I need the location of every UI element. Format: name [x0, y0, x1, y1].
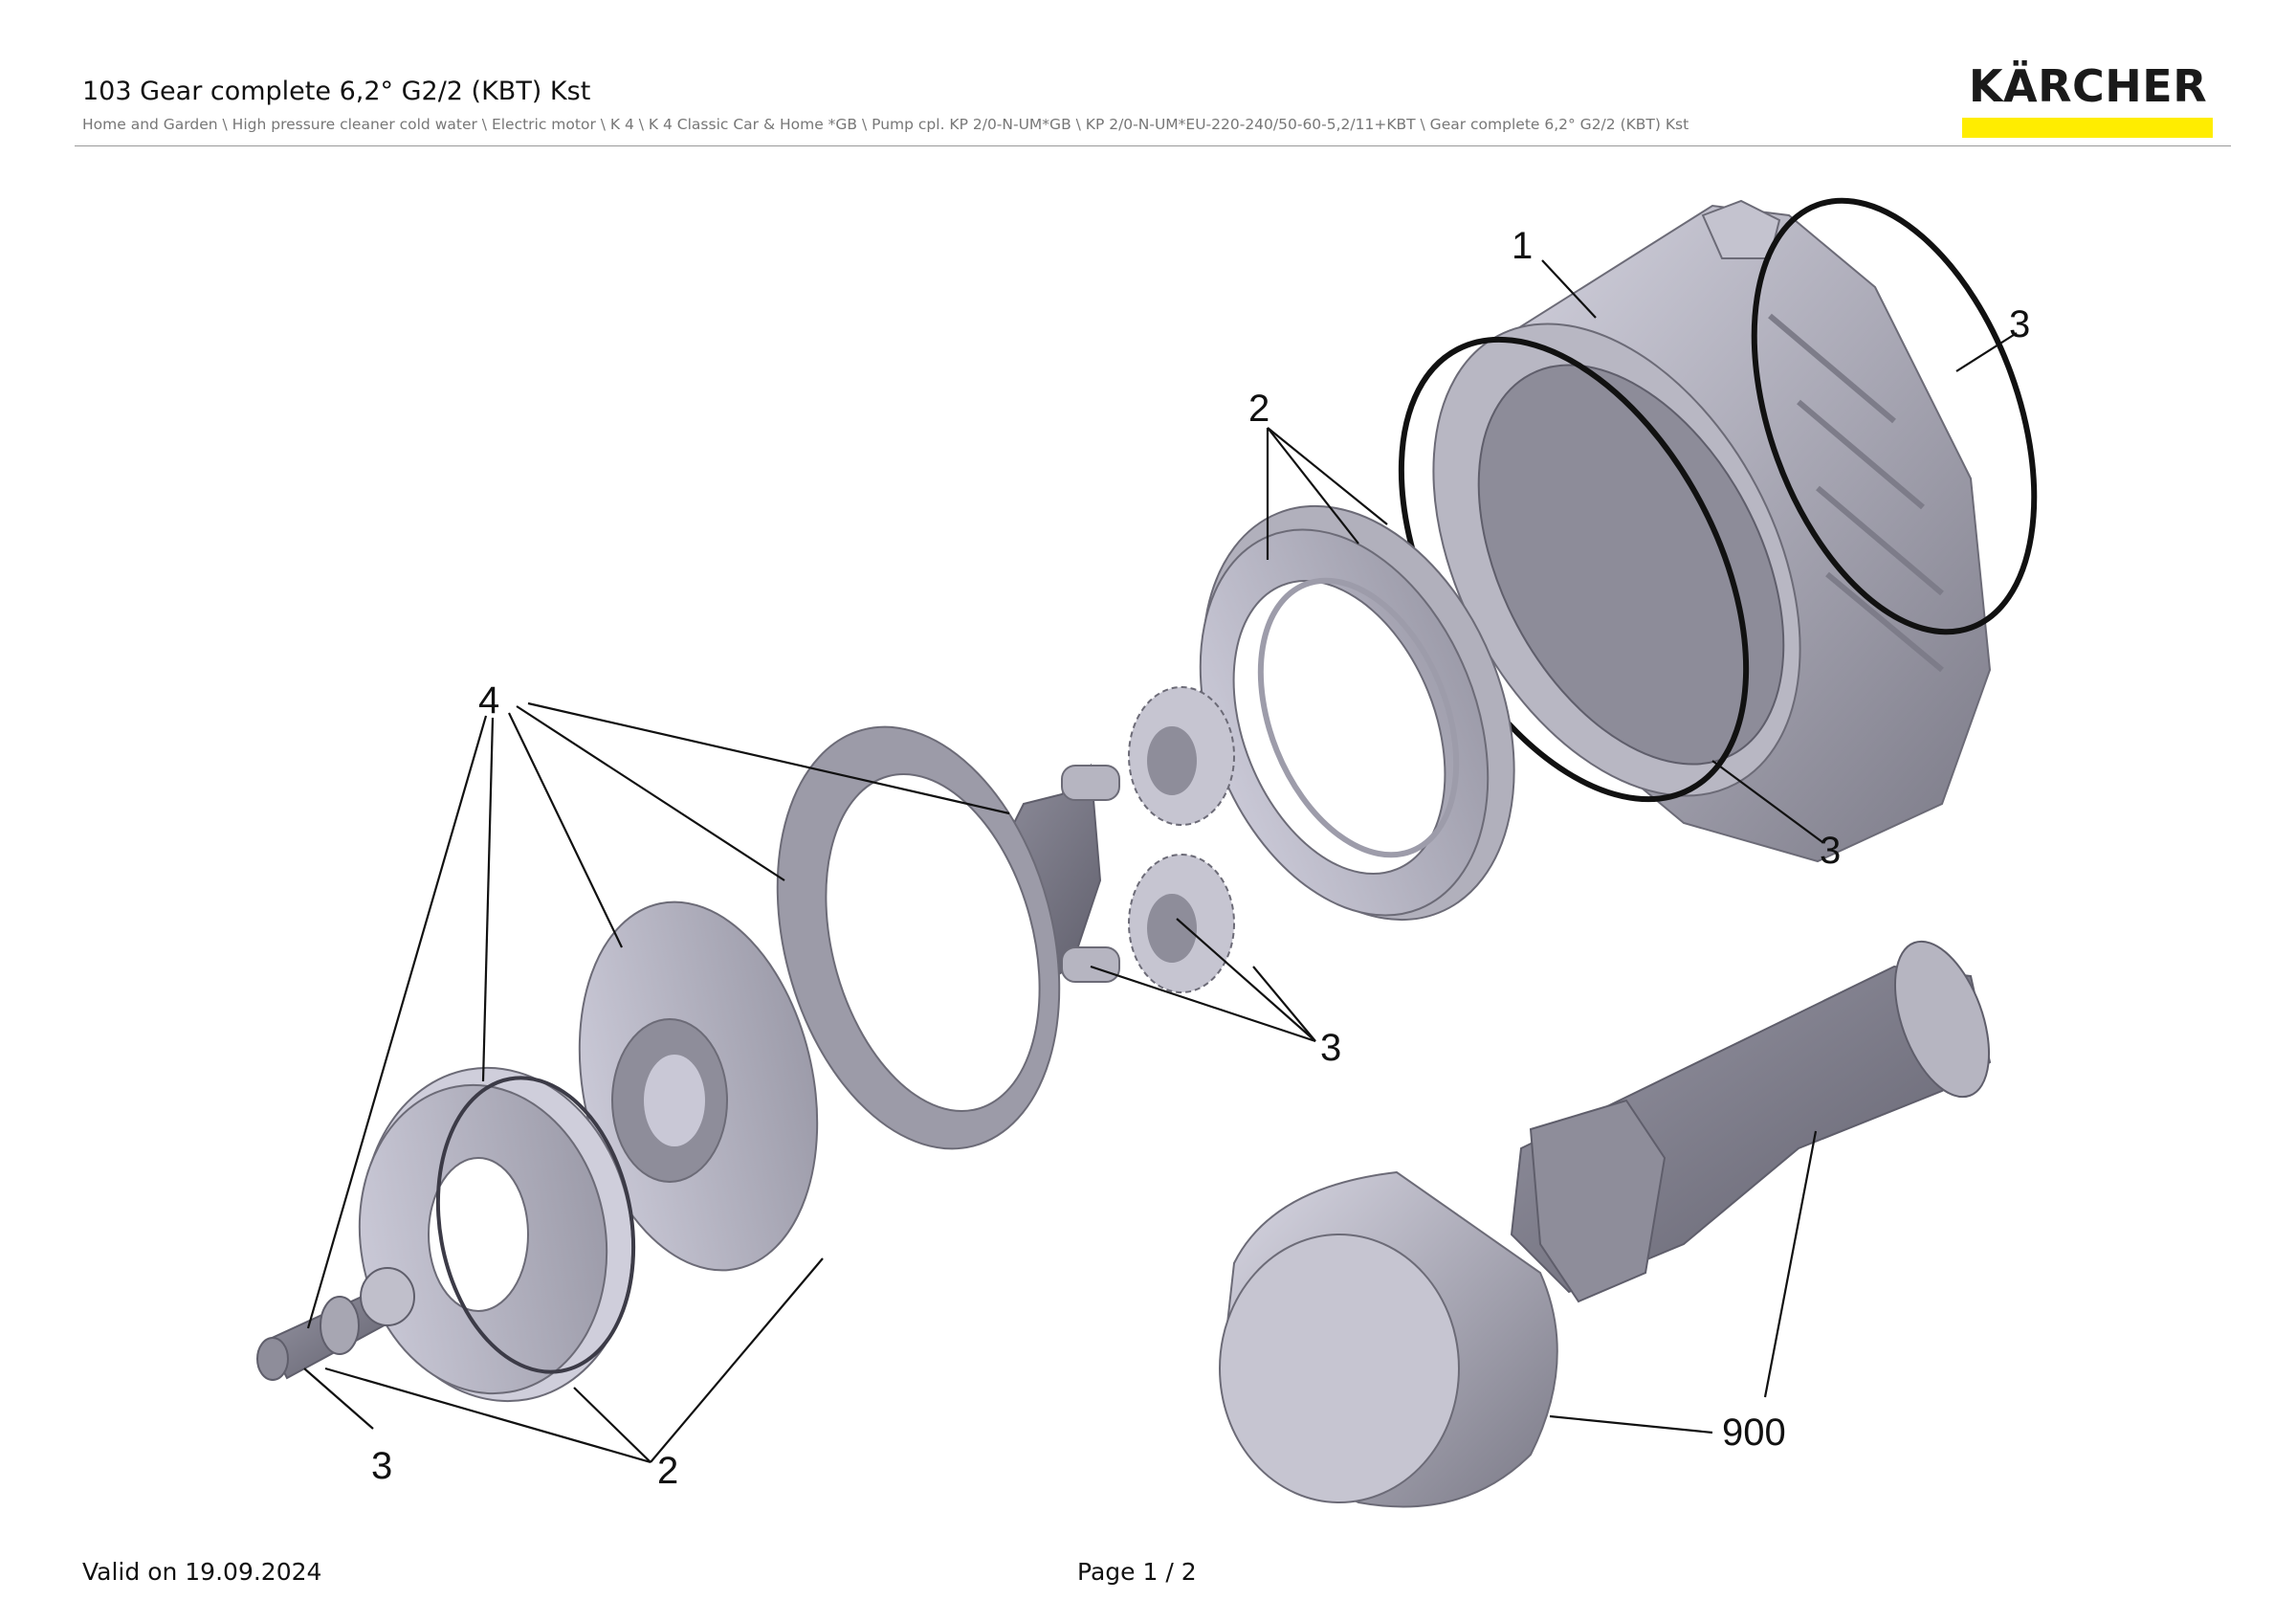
logo-yellow-bar	[1962, 118, 2213, 138]
header-divider	[75, 145, 2231, 146]
part-4-thrust-washer-large	[776, 725, 1061, 1150]
logo-wordmark: KÄRCHER	[1968, 60, 2208, 112]
callout-labels: 1 3 2 4 3 3 3 2 900	[371, 225, 2030, 1492]
page-number: Page 1 / 2	[1077, 1558, 1197, 1586]
part-900-adapter-shaft	[1510, 940, 1992, 1303]
part-1-gear-housing	[1432, 199, 1992, 863]
breadcrumb: Home and Garden \ High pressure cleaner …	[82, 116, 1689, 133]
callout-4: 4	[478, 679, 499, 722]
valid-date: Valid on 19.09.2024	[82, 1558, 322, 1586]
callout-3-inner-ring: 3	[1820, 830, 1841, 872]
part-3-planet-gear-upper	[1128, 686, 1235, 826]
callout-3-outer-ring: 3	[2009, 303, 2030, 345]
part-900-adapter-cap	[1219, 1170, 1558, 1508]
callout-3-planet-gears: 3	[1320, 1027, 1341, 1069]
part-4-carrier-disc	[578, 900, 819, 1272]
part-3-o-ring-outer	[1751, 197, 2038, 635]
exploded-parts-drawing: 1 3 2 4 3 3 3 2 900	[256, 197, 2038, 1508]
karcher-logo: KÄRCHER	[1961, 59, 2215, 138]
leader-lines	[303, 259, 2018, 1464]
page-title: 103 Gear complete 6,2° G2/2 (KBT) Kst	[82, 77, 591, 106]
part-4-bearing-cover	[358, 1066, 636, 1403]
part-3-drive-shaft	[256, 1267, 415, 1381]
callout-2-lower: 2	[657, 1450, 678, 1492]
callout-900: 900	[1722, 1412, 1786, 1454]
callout-3-shaft: 3	[371, 1445, 392, 1487]
callout-2-upper: 2	[1248, 388, 1269, 430]
callout-1: 1	[1512, 225, 1533, 267]
